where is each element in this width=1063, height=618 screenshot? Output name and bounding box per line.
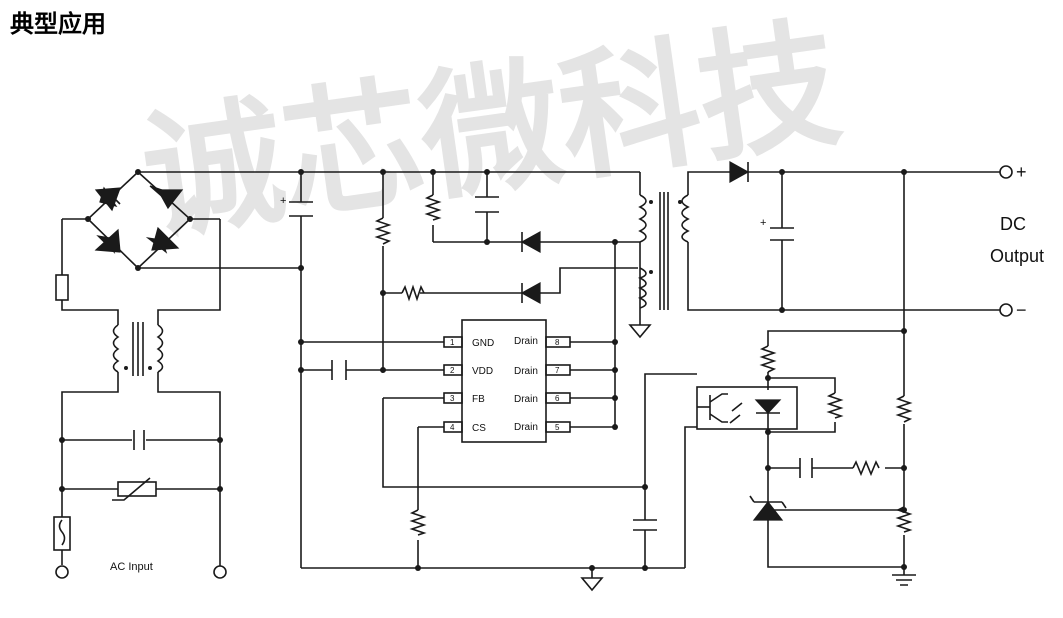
junction-dots: [59, 169, 907, 571]
output-terminal-plus: [999, 165, 1013, 179]
ac-input-terminal-right: [213, 565, 227, 579]
ground-symbol-primary: [580, 577, 604, 592]
svg-text:+: +: [280, 195, 286, 207]
pin-2-number: 2: [450, 366, 455, 375]
aux-diode: [520, 281, 541, 305]
controller-ic: 1 2 3 4 GND VDD FB CS 8 7 6 5 Drain Drai…: [443, 319, 571, 443]
output-plus-label: +: [1016, 162, 1027, 182]
ac-input-terminal-left: [55, 565, 69, 579]
pin-5-number: 5: [555, 423, 560, 432]
pin-1-name: GND: [472, 338, 494, 349]
flyback-transformer: [637, 192, 690, 310]
startup-resistor: [374, 217, 392, 245]
comp-capacitor: [799, 458, 813, 478]
dc-label: DC: [1000, 214, 1026, 234]
shunt-regulator: [749, 495, 787, 521]
comp-resistor: [852, 459, 880, 477]
pin-5-name: Drain: [514, 422, 538, 433]
vdd-capacitor: [331, 360, 347, 380]
pin-1-number: 1: [450, 338, 455, 347]
pin-3-name: FB: [472, 394, 485, 405]
snubber-resistor: [424, 194, 442, 221]
watermark: 诚芯微科技: [134, 2, 850, 261]
fuse: [53, 516, 71, 551]
output-diode: [729, 160, 750, 184]
aux-resistor: [401, 284, 425, 302]
snubber-capacitor: [475, 196, 499, 213]
svg-text:+: +: [760, 217, 766, 229]
pin-4-number: 4: [450, 423, 455, 432]
ac-input-label: AC Input: [110, 561, 153, 573]
divider-resistor-top: [895, 395, 913, 423]
opto-parallel-resistor: [826, 392, 844, 419]
output-terminal-minus: [999, 303, 1013, 317]
common-mode-choke: [112, 322, 164, 376]
ground-symbol-secondary: [892, 574, 916, 586]
optocoupler: [696, 386, 798, 430]
bridge-rectifier: [86, 170, 192, 270]
output-label: Output: [990, 246, 1044, 266]
x-capacitor: [133, 430, 145, 450]
output-minus-label: −: [1016, 300, 1027, 320]
pin-7-number: 7: [555, 366, 560, 375]
page-title: 典型应用: [10, 10, 106, 38]
output-capacitor: +: [760, 217, 794, 241]
ac-resistor: [55, 274, 69, 301]
ground-symbol-aux: [628, 324, 652, 339]
pin-2-name: VDD: [472, 366, 493, 377]
bulk-capacitor: +: [280, 195, 313, 217]
cs-resistor: [409, 509, 427, 536]
pin-6-number: 6: [555, 394, 560, 403]
pin-4-name: CS: [472, 423, 486, 434]
divider-resistor-bottom: [895, 506, 913, 533]
pin-8-name: Drain: [514, 336, 538, 347]
opto-resistor: [759, 345, 777, 373]
snubber-diode: [520, 230, 541, 254]
pin-3-number: 3: [450, 394, 455, 403]
pin-6-name: Drain: [514, 394, 538, 405]
pin-7-name: Drain: [514, 366, 538, 377]
varistor: [112, 477, 157, 501]
pin-8-number: 8: [555, 338, 560, 347]
fb-capacitor: [633, 519, 657, 531]
